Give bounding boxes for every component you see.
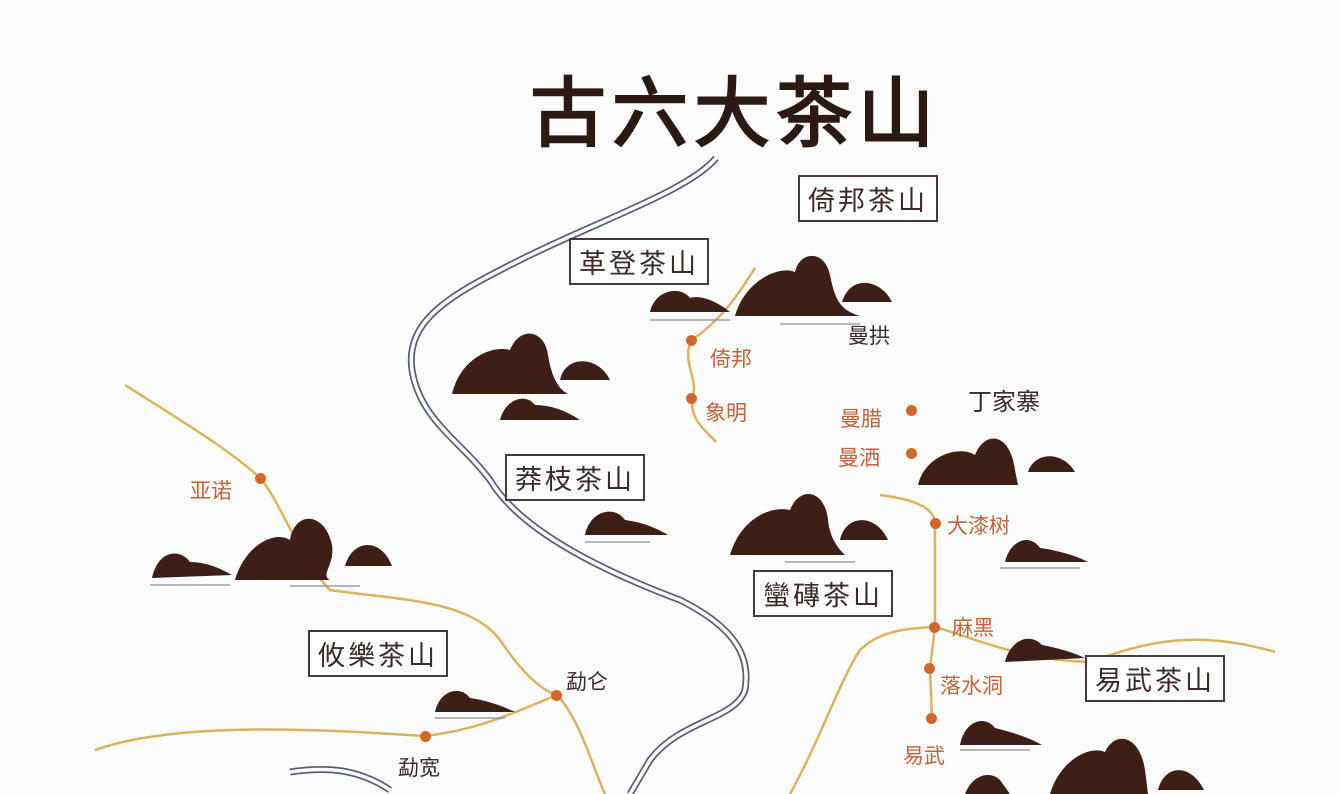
place-menglun: 勐仑 — [566, 670, 608, 694]
dot-mansa — [906, 448, 917, 459]
label-youle-tea-mountain: 攸樂茶山 — [308, 630, 448, 677]
dot-mengkuan — [420, 731, 431, 742]
road — [94, 267, 1276, 794]
place-mengkuan: 勐宽 — [398, 756, 440, 780]
label-yibang-tea-mountain: 倚邦茶山 — [798, 175, 938, 222]
dot-mahei — [929, 622, 940, 633]
dot-luoshuidong — [924, 663, 935, 674]
dot-yanuo — [255, 473, 266, 484]
place-mahei: 麻黑 — [952, 616, 994, 640]
place-xiangming: 象明 — [705, 401, 747, 425]
dot-yibang — [686, 335, 697, 346]
ground-lines — [150, 319, 1080, 751]
place-daqishu: 大漆树 — [947, 514, 1010, 538]
dot-daqishu — [930, 518, 941, 529]
place-yibang: 倚邦 — [710, 347, 752, 371]
place-manla: 曼腊 — [840, 407, 882, 431]
label-gedeng-tea-mountain: 革登茶山 — [569, 238, 709, 285]
place-dingjiazhai: 丁家寨 — [968, 388, 1040, 416]
dot-xiangming — [686, 393, 697, 404]
place-yanuo: 亚诺 — [190, 479, 232, 503]
label-yiwu-tea-mountain: 易武茶山 — [1085, 655, 1225, 702]
place-yiwu: 易武 — [903, 744, 945, 768]
dot-yiwu — [926, 713, 937, 724]
mountains — [152, 255, 1204, 794]
label-manzhuan-tea-mountain: 蠻磚茶山 — [753, 570, 893, 617]
map-title: 古六大茶山 — [530, 69, 940, 158]
place-mangong: 曼拱 — [848, 324, 890, 348]
dot-manla — [906, 405, 917, 416]
dot-menglun — [551, 690, 562, 701]
place-mansa: 曼洒 — [838, 446, 880, 470]
place-luoshuidong: 落水洞 — [940, 674, 1003, 698]
label-mangzhi-tea-mountain: 莽枝茶山 — [505, 454, 645, 501]
